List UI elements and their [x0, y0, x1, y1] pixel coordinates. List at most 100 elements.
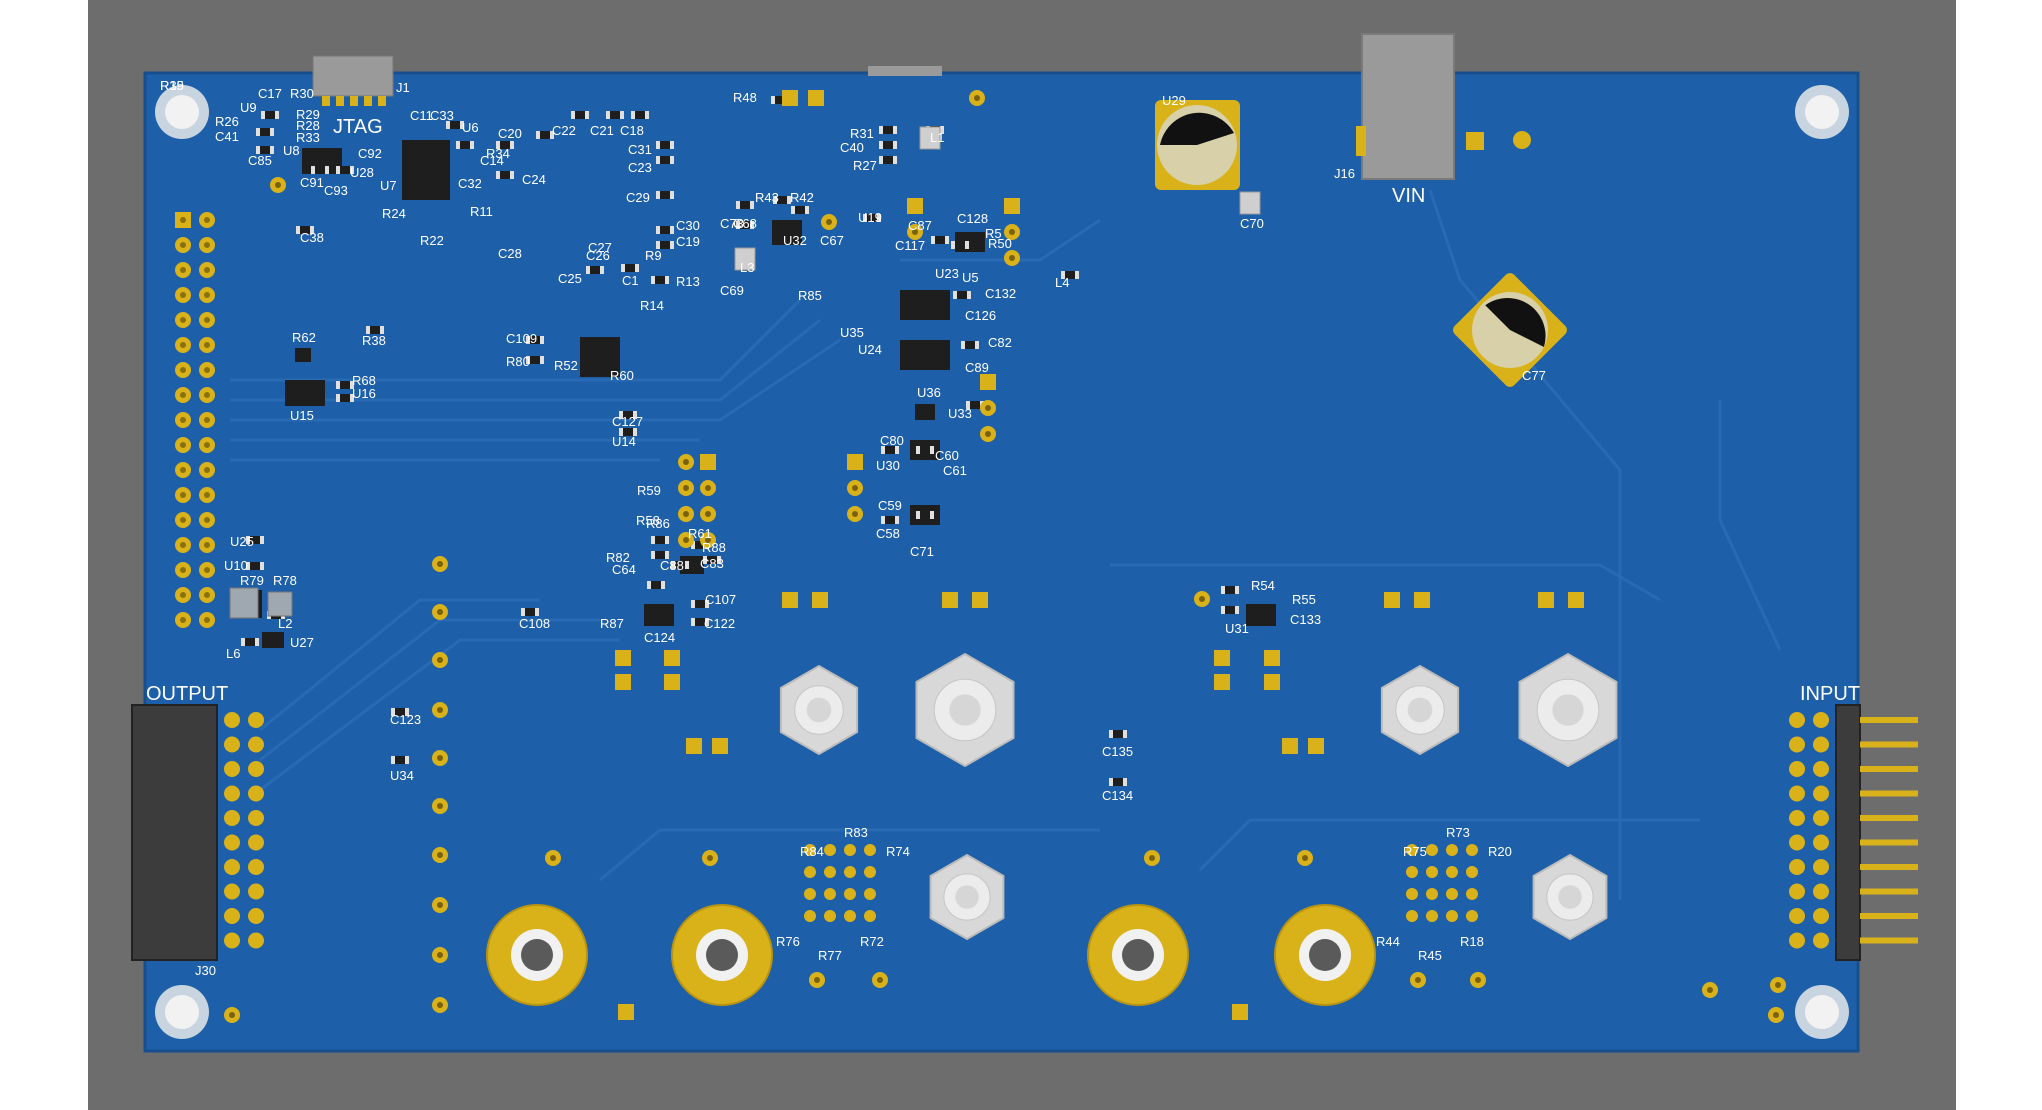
passive-body	[631, 111, 649, 119]
passive-end	[691, 541, 695, 549]
test-pad-hole	[705, 537, 711, 543]
passive-body	[619, 411, 637, 419]
standoff-hole	[949, 694, 981, 726]
passive-end	[540, 336, 544, 344]
passive-end	[620, 111, 624, 119]
refdes-label: C32	[458, 176, 482, 191]
test-pad-hole	[683, 537, 689, 543]
test-pad-hole	[683, 485, 689, 491]
passive-body	[879, 141, 897, 149]
passive-end	[670, 241, 674, 249]
test-pad-hole	[1707, 987, 1713, 993]
passive-end	[405, 756, 409, 764]
passive-end	[1235, 606, 1239, 614]
array-pad	[1466, 844, 1478, 856]
test-pad-square	[1538, 592, 1554, 608]
mounting-holes	[155, 85, 1849, 1039]
refdes-label: C93	[324, 183, 348, 198]
refdes-label: U8	[283, 143, 300, 158]
header-pin-hole	[204, 417, 210, 423]
test-pad-square	[618, 1004, 634, 1020]
refdes-label: C68	[733, 216, 757, 231]
test-pad-hole	[1775, 982, 1781, 988]
header-pin-hole	[180, 467, 186, 473]
refdes-label: R43	[755, 190, 779, 205]
refdes-label: C11	[410, 108, 433, 123]
passive-end	[656, 191, 660, 199]
test-pad-hole	[437, 561, 443, 567]
test-pad-square	[812, 592, 828, 608]
passive-body	[241, 638, 259, 646]
refdes-label: R42	[790, 190, 814, 205]
array-pad	[864, 844, 876, 856]
passive-body	[336, 394, 354, 402]
passive-body	[366, 326, 384, 334]
passive-end	[496, 141, 500, 149]
passive-body	[656, 226, 674, 234]
passive-end	[651, 276, 655, 284]
passive-end	[966, 401, 970, 409]
array-pad	[1446, 844, 1458, 856]
input-pin-pad	[1813, 761, 1829, 777]
passive-end	[631, 111, 635, 119]
header-pin-hole	[204, 217, 210, 223]
passive-body	[256, 146, 274, 154]
test-pad-square	[1214, 674, 1230, 690]
passive-end	[881, 516, 885, 524]
header-pin-hole	[204, 317, 210, 323]
passive-end	[550, 131, 554, 139]
refdes-label: C108	[519, 616, 550, 631]
bnc-rings	[486, 904, 1376, 1006]
refdes-label: C134	[1102, 788, 1133, 803]
refdes-label: L3	[740, 260, 754, 275]
refdes-label: C29	[626, 190, 650, 205]
refdes-label: R14	[640, 298, 664, 313]
output-pin-pad	[248, 908, 264, 924]
passive-end	[1123, 730, 1127, 738]
passive-end	[691, 618, 695, 626]
passive-body	[703, 556, 721, 564]
vin-pad-2	[1513, 131, 1531, 149]
array-pad	[844, 866, 856, 878]
passive-body	[691, 600, 709, 608]
refdes-label: R20	[1488, 844, 1512, 859]
refdes-label: C26	[586, 248, 610, 263]
refdes-label: R73	[1446, 825, 1470, 840]
array-pad	[1446, 910, 1458, 922]
test-pad-square	[1232, 1004, 1248, 1020]
passive-body	[916, 446, 934, 454]
passive-body	[521, 608, 539, 616]
passive-end	[366, 326, 370, 334]
refdes-label: R82	[606, 550, 630, 565]
test-pad-square	[808, 90, 824, 106]
passive-body	[916, 511, 934, 519]
input-pin-pad	[1789, 859, 1805, 875]
refdes-label: U35	[840, 325, 864, 340]
test-pad-hole	[437, 852, 443, 858]
standoff-hole	[1558, 885, 1582, 909]
refdes-label: R58	[636, 513, 660, 528]
passive-end	[336, 394, 340, 402]
passive-end	[585, 111, 589, 119]
refdes-label: C14	[480, 153, 504, 168]
passive-body	[691, 618, 709, 626]
top-connector	[868, 66, 942, 76]
refdes-label: U16	[352, 386, 376, 401]
passive-end	[456, 141, 460, 149]
passive-end	[255, 638, 259, 646]
passive-end	[895, 446, 899, 454]
j1-label: J1	[396, 80, 410, 95]
passive-end	[606, 111, 610, 119]
standoff-hole	[1552, 694, 1584, 726]
passive-end	[967, 291, 971, 299]
passive-body	[671, 561, 689, 569]
refdes-label: C21	[590, 123, 614, 138]
vin-jack	[1356, 33, 1455, 180]
passive-body	[773, 196, 791, 204]
refdes-label: C1	[622, 273, 639, 288]
header-pin-hole	[204, 342, 210, 348]
passive-end	[736, 221, 740, 229]
test-pad-square	[1308, 738, 1324, 754]
refdes-label: R38	[362, 333, 386, 348]
array-pad	[864, 888, 876, 900]
